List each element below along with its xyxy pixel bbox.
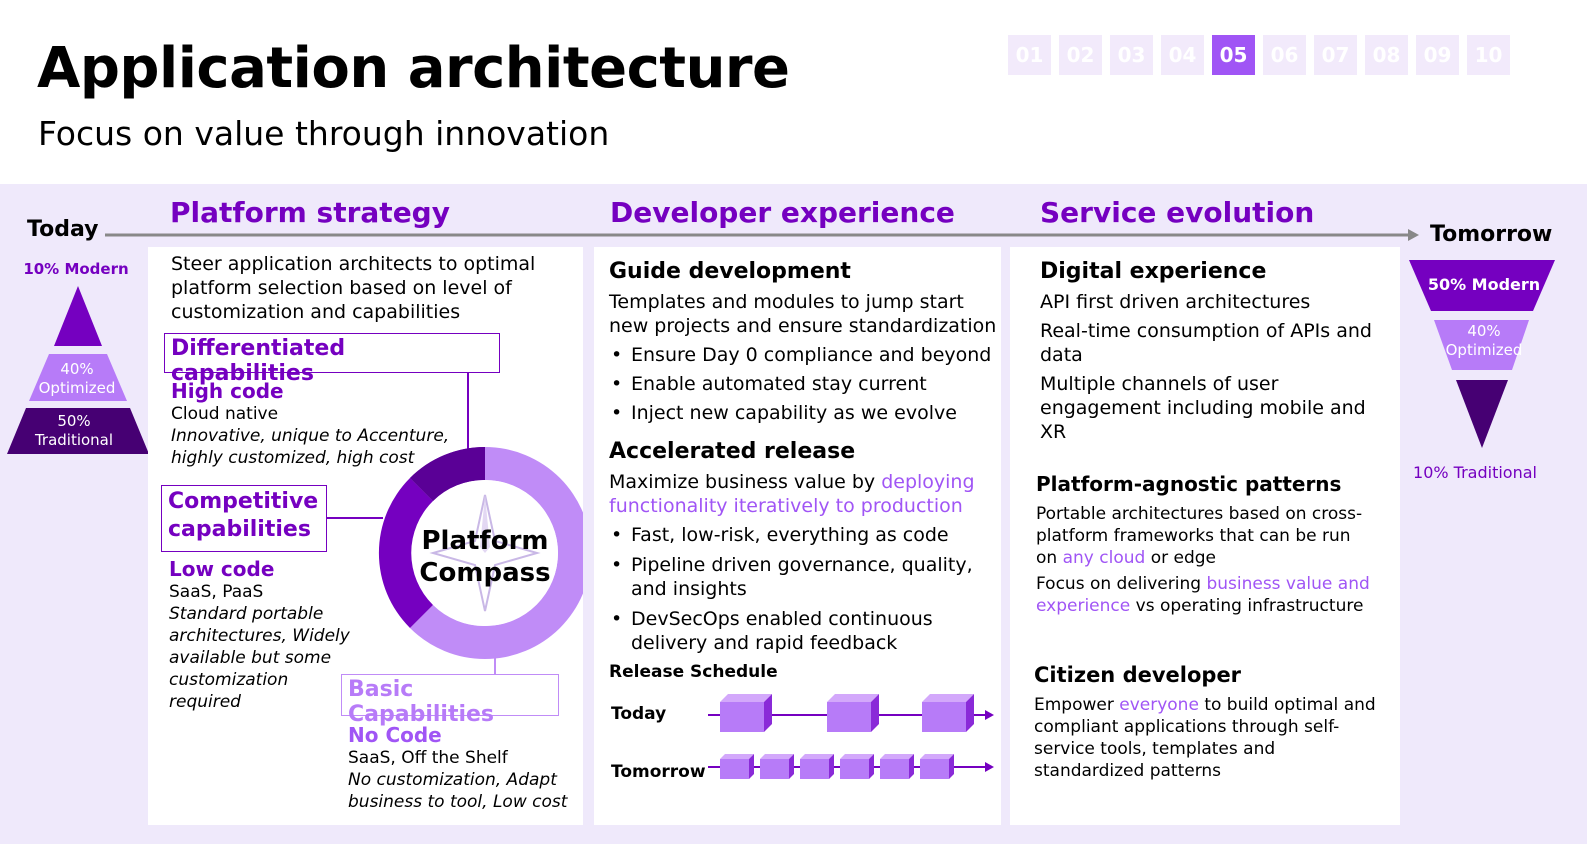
- page-tab[interactable]: 07: [1314, 35, 1357, 75]
- service-evolution-card: [1010, 247, 1400, 825]
- no-code-desc: No customization, Adapt business to tool…: [348, 770, 568, 812]
- tomorrow-optimized-label: 40% Optimized: [1445, 322, 1523, 359]
- list-item: Multiple channels of user engagement inc…: [1040, 373, 1366, 443]
- today-optimized-label: 40% Optimized: [38, 360, 116, 397]
- citizen-developer-text: Empower everyone to build optimal and co…: [1034, 694, 1379, 782]
- agnostic-text: Focus on delivering: [1036, 574, 1207, 594]
- no-code-line: SaaS, Off the Shelf: [348, 748, 508, 768]
- tomorrow-label: Tomorrow: [1430, 222, 1553, 247]
- list-item: Ensure Day 0 compliance and beyond: [609, 343, 999, 367]
- list-item: API first driven architectures: [1040, 291, 1311, 313]
- guide-bullets: Ensure Day 0 compliance and beyond Enabl…: [609, 343, 999, 425]
- today-traditional-label: 50% Traditional: [34, 412, 114, 449]
- platform-intro: Steer application architects to optimal …: [171, 253, 536, 323]
- page-tab[interactable]: 10: [1467, 35, 1510, 75]
- digital-experience-list: API first driven architectures Real-time…: [1040, 290, 1380, 444]
- schedule-tomorrow-label: Tomorrow: [611, 762, 706, 782]
- list-item: Fast, low-risk, everything as code: [609, 523, 994, 547]
- accelerated-release-title: Accelerated release: [609, 439, 856, 464]
- release-bullets: Fast, low-risk, everything as code Pipel…: [609, 523, 994, 655]
- list-item: Enable automated stay current: [609, 372, 999, 396]
- platform-agnostic-p1: Portable architectures based on cross-pl…: [1036, 503, 1376, 569]
- platform-agnostic-title: Platform-agnostic patterns: [1036, 472, 1342, 496]
- compass-label-line2: Compass: [419, 558, 551, 588]
- page-tab-active[interactable]: 05: [1212, 35, 1255, 75]
- page-subtitle: Focus on value through innovation: [38, 114, 610, 153]
- release-block: [827, 694, 879, 732]
- citizen-developer-title: Citizen developer: [1034, 663, 1242, 687]
- no-code-title: No Code: [348, 723, 442, 747]
- basic-capabilities-box: Basic Capabilities: [341, 674, 559, 727]
- service-evolution-heading: Service evolution: [1040, 196, 1315, 229]
- platform-strategy-heading: Platform strategy: [170, 196, 450, 229]
- page-pager: 01 02 03 04 05 06 07 08 09 10: [1008, 35, 1510, 75]
- release-schedule-title: Release Schedule: [609, 662, 778, 682]
- compass-label-line1: Platform: [421, 526, 549, 556]
- schedule-today-label: Today: [611, 704, 667, 724]
- agnostic-text: Portable architectures based on cross-pl…: [1036, 504, 1363, 568]
- citizen-text: to build optimal and compliant applicati…: [1034, 695, 1376, 781]
- page-title: Application architecture: [37, 36, 790, 101]
- list-item: Pipeline driven governance, quality, and…: [609, 553, 994, 601]
- compass-label: Platform Compass: [410, 525, 560, 589]
- agnostic-highlight: business value and experience: [1036, 574, 1370, 616]
- release-block: [760, 754, 794, 779]
- tomorrow-traditional-label: 10% Traditional: [1413, 463, 1537, 482]
- list-item: DevSecOps enabled continuous delivery an…: [609, 607, 994, 655]
- release-block: [920, 754, 954, 779]
- page-tab[interactable]: 08: [1365, 35, 1408, 75]
- release-text: Maximize business value by: [609, 471, 882, 493]
- agnostic-text: vs operating infrastructure: [1130, 596, 1364, 616]
- differentiated-capabilities-box: Differentiated capabilities: [164, 333, 500, 386]
- platform-compass-diagram: [326, 373, 583, 684]
- page-tab[interactable]: 04: [1161, 35, 1204, 75]
- today-pyramid: [7, 286, 149, 454]
- release-block: [800, 754, 834, 779]
- digital-experience-title: Digital experience: [1040, 259, 1267, 284]
- low-code-desc: Standard portable architectures, Widely …: [169, 604, 350, 712]
- agnostic-highlight: any cloud: [1062, 548, 1146, 568]
- release-schedule-diagram: [708, 694, 994, 779]
- citizen-text: Empower: [1034, 695, 1120, 715]
- high-code-title: High code: [171, 379, 284, 403]
- release-block: [720, 694, 772, 732]
- page-tab[interactable]: 02: [1059, 35, 1102, 75]
- release-text-highlight: deploying functionality iteratively to p…: [609, 471, 975, 517]
- release-block: [880, 754, 914, 779]
- citizen-highlight: everyone: [1119, 695, 1199, 715]
- high-code-line: Cloud native: [171, 404, 279, 424]
- high-code-desc: Innovative, unique to Accenture, highly …: [171, 426, 450, 468]
- guide-development-text: Templates and modules to jump start new …: [609, 291, 997, 337]
- today-modern-label: 10% Modern: [23, 260, 129, 278]
- page-tab[interactable]: 09: [1416, 35, 1459, 75]
- release-block: [922, 694, 974, 732]
- platform-agnostic-p2: Focus on delivering business value and e…: [1036, 573, 1376, 617]
- page-tab[interactable]: 03: [1110, 35, 1153, 75]
- today-label: Today: [27, 217, 99, 242]
- tomorrow-pyramid: [1409, 260, 1555, 448]
- release-block: [720, 754, 754, 779]
- low-code-title: Low code: [169, 557, 275, 581]
- release-block: [840, 754, 874, 779]
- competitive-capabilities-box: Competitive capabilities: [161, 485, 327, 552]
- low-code-line: SaaS, PaaS: [169, 582, 264, 602]
- page-tab[interactable]: 01: [1008, 35, 1051, 75]
- accelerated-release-text: Maximize business value by deploying fun…: [609, 470, 994, 518]
- agnostic-text: or edge: [1145, 548, 1216, 568]
- developer-experience-heading: Developer experience: [610, 196, 955, 229]
- list-item: Real-time consumption of APIs and data: [1040, 320, 1372, 366]
- list-item: Inject new capability as we evolve: [609, 401, 999, 425]
- timeline-arrow: [105, 229, 1419, 241]
- page-tab[interactable]: 06: [1263, 35, 1306, 75]
- guide-development-title: Guide development: [609, 259, 851, 284]
- tomorrow-modern-label: 50% Modern: [1427, 275, 1541, 294]
